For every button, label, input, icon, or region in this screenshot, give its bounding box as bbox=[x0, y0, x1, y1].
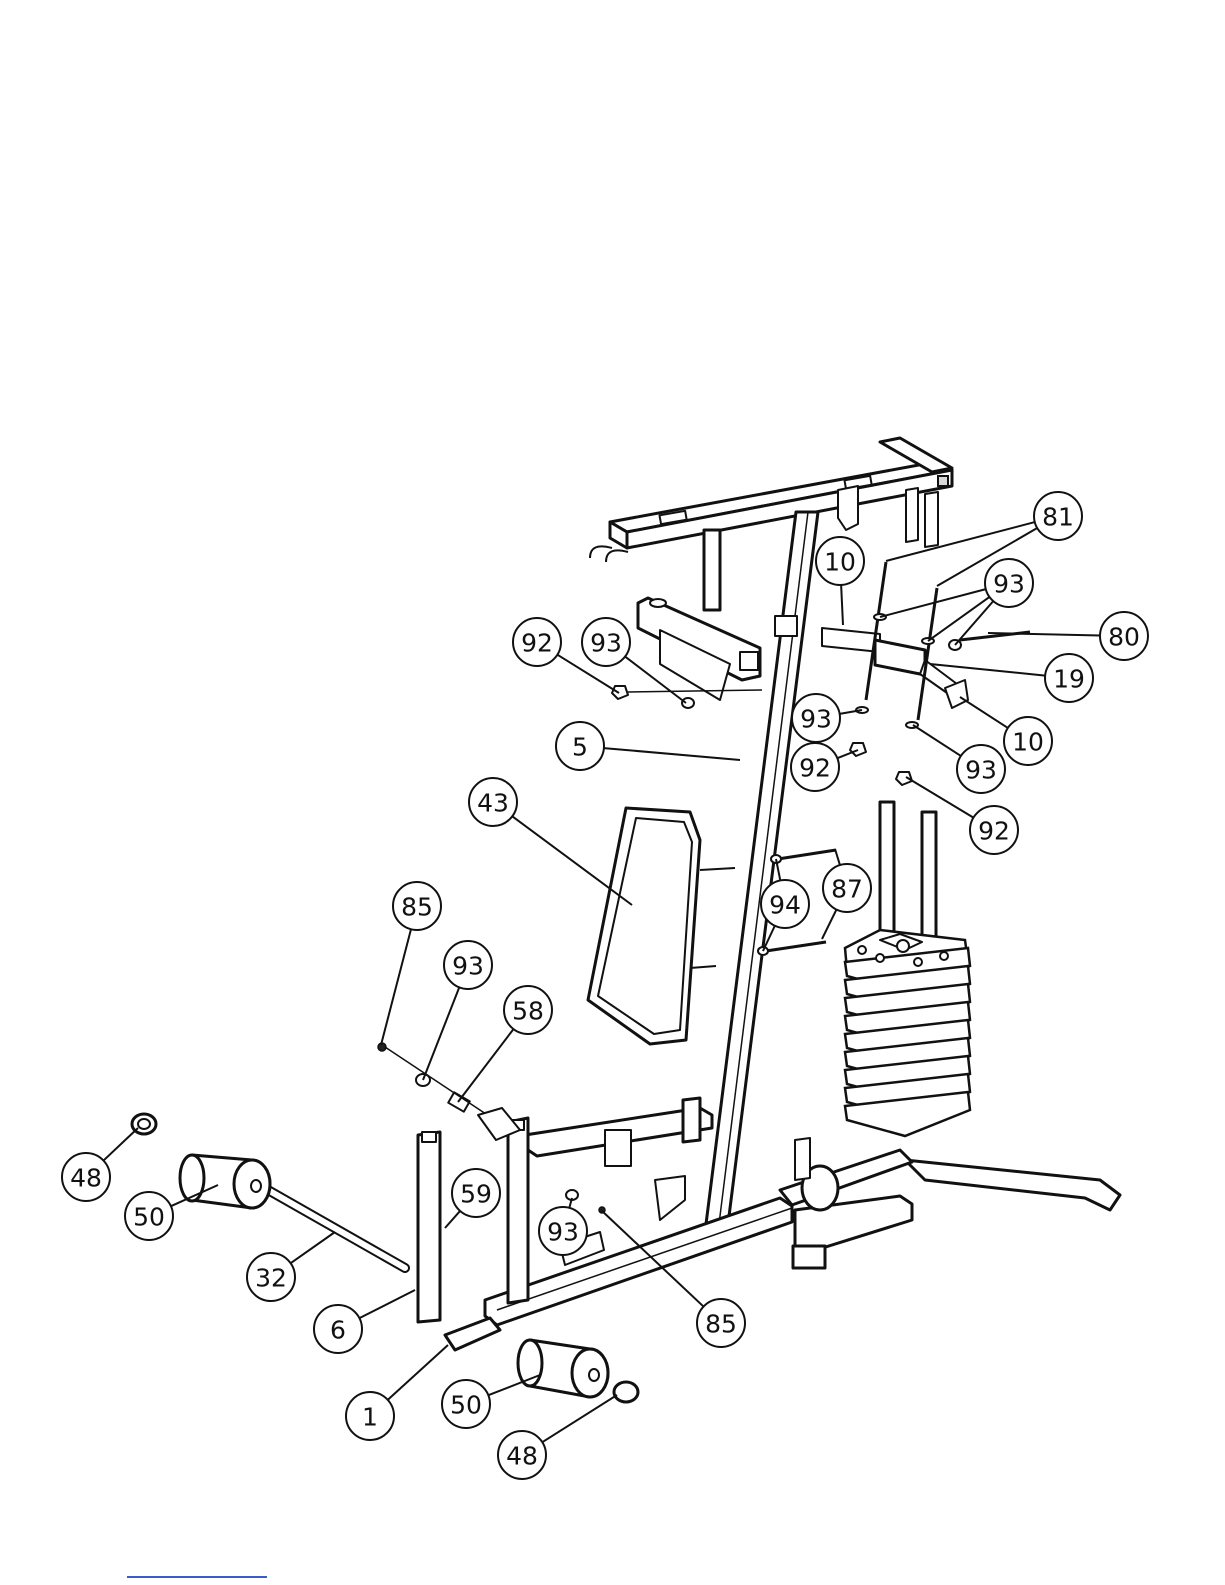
callout-label: 87 bbox=[831, 875, 863, 904]
callout-48: 48 bbox=[498, 1431, 546, 1479]
mid-cross-arm bbox=[638, 598, 760, 700]
callout-label: 5 bbox=[572, 733, 588, 762]
leader-line-58 bbox=[458, 1029, 513, 1102]
callout-label: 93 bbox=[452, 952, 484, 981]
callout-50: 50 bbox=[442, 1380, 490, 1428]
leader-line-87 bbox=[822, 910, 836, 939]
callout-93: 93 bbox=[582, 618, 630, 666]
callout-label: 81 bbox=[1042, 503, 1074, 532]
callout-label: 94 bbox=[769, 891, 801, 920]
callout-label: 50 bbox=[133, 1203, 165, 1232]
callout-10: 10 bbox=[1004, 717, 1052, 765]
callout-93: 93 bbox=[985, 559, 1033, 607]
callout-32: 32 bbox=[247, 1253, 295, 1301]
callout-81: 81 bbox=[1034, 492, 1082, 540]
inner-upright bbox=[704, 530, 720, 610]
leader-line-6 bbox=[359, 1290, 415, 1318]
callout-label: 93 bbox=[547, 1218, 579, 1247]
callout-1: 1 bbox=[346, 1392, 394, 1440]
seat-cross-member bbox=[525, 1098, 712, 1166]
leader-line-43 bbox=[512, 816, 632, 905]
leader-line-10 bbox=[841, 585, 843, 625]
leader-line-59 bbox=[445, 1211, 460, 1228]
callout-label: 93 bbox=[800, 705, 832, 734]
callout-58: 58 bbox=[504, 986, 552, 1034]
callout-6: 6 bbox=[314, 1305, 362, 1353]
callout-59: 59 bbox=[452, 1169, 500, 1217]
leader-line-5 bbox=[604, 748, 740, 760]
callout-label: 93 bbox=[965, 756, 997, 785]
callout-label: 10 bbox=[1012, 728, 1044, 757]
callout-label: 80 bbox=[1108, 623, 1140, 652]
callout-5: 5 bbox=[556, 722, 604, 770]
callout-10: 10 bbox=[816, 537, 864, 585]
seat-pad-43 bbox=[588, 808, 735, 1044]
callout-93: 93 bbox=[444, 941, 492, 989]
lower-roller-pad-50 bbox=[518, 1340, 638, 1402]
callout-93: 93 bbox=[539, 1207, 587, 1255]
rear-base bbox=[780, 1138, 1120, 1268]
leader-line-93 bbox=[423, 987, 459, 1080]
leader-line-10 bbox=[960, 697, 1008, 728]
upper-roller-pad-50 bbox=[132, 1114, 405, 1268]
page-underline bbox=[127, 1576, 267, 1578]
leader-line-93 bbox=[913, 725, 961, 756]
callout-label: 43 bbox=[477, 789, 509, 818]
callout-94: 94 bbox=[761, 880, 809, 928]
callout-label: 6 bbox=[330, 1316, 346, 1345]
callout-85: 85 bbox=[393, 882, 441, 930]
callout-label: 92 bbox=[799, 754, 831, 783]
leader-line-32 bbox=[291, 1232, 335, 1263]
leader-line-93 bbox=[928, 597, 989, 641]
callout-label: 92 bbox=[978, 817, 1010, 846]
callout-92: 92 bbox=[513, 618, 561, 666]
callout-label: 85 bbox=[401, 893, 433, 922]
callout-48: 48 bbox=[62, 1153, 110, 1201]
leader-line-87 bbox=[835, 849, 840, 865]
callout-85: 85 bbox=[697, 1299, 745, 1347]
callout-label: 58 bbox=[512, 997, 544, 1026]
weight-stack bbox=[845, 930, 970, 1136]
leader-line-1 bbox=[388, 1345, 448, 1400]
callout-43: 43 bbox=[469, 778, 517, 826]
callout-label: 48 bbox=[70, 1164, 102, 1193]
callout-93: 93 bbox=[792, 694, 840, 742]
callout-93: 93 bbox=[957, 745, 1005, 793]
pulley-bracket-19 bbox=[822, 628, 968, 708]
callout-50: 50 bbox=[125, 1192, 173, 1240]
callout-label: 19 bbox=[1053, 665, 1085, 694]
callout-label: 32 bbox=[255, 1264, 287, 1293]
callout-87: 87 bbox=[823, 864, 871, 912]
callout-80: 80 bbox=[1100, 612, 1148, 660]
callout-label: 1 bbox=[362, 1403, 378, 1432]
callout-92: 92 bbox=[791, 743, 839, 791]
callout-label: 92 bbox=[521, 629, 553, 658]
callout-label: 93 bbox=[993, 570, 1025, 599]
callout-label: 10 bbox=[824, 548, 856, 577]
callout-label: 93 bbox=[590, 629, 622, 658]
callout-92: 92 bbox=[970, 806, 1018, 854]
main-post-5 bbox=[705, 512, 818, 1232]
callout-label: 50 bbox=[450, 1391, 482, 1420]
callout-label: 48 bbox=[506, 1442, 538, 1471]
leader-line-48 bbox=[103, 1128, 138, 1161]
leader-line-48 bbox=[542, 1395, 617, 1442]
rear-uprights bbox=[906, 488, 938, 547]
leader-line-19 bbox=[930, 664, 1045, 676]
top-frame-beam bbox=[590, 438, 952, 562]
leader-line-85 bbox=[381, 929, 411, 1045]
callout-19: 19 bbox=[1045, 654, 1093, 702]
callout-label: 59 bbox=[460, 1180, 492, 1209]
callout-label: 85 bbox=[705, 1310, 737, 1339]
